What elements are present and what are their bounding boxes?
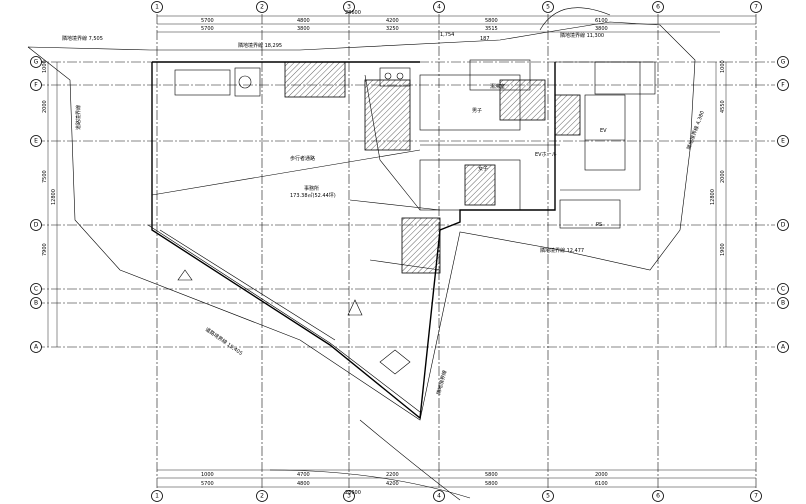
bottom-dimension-lines <box>157 469 756 488</box>
side-dimension-lines <box>47 62 727 347</box>
column-grid-lines <box>156 14 757 498</box>
top-dimension-lines <box>157 15 756 33</box>
arc-features <box>269 7 611 501</box>
fixtures <box>174 67 411 375</box>
hatched-shafts <box>284 61 581 274</box>
site-boundary <box>27 21 696 421</box>
